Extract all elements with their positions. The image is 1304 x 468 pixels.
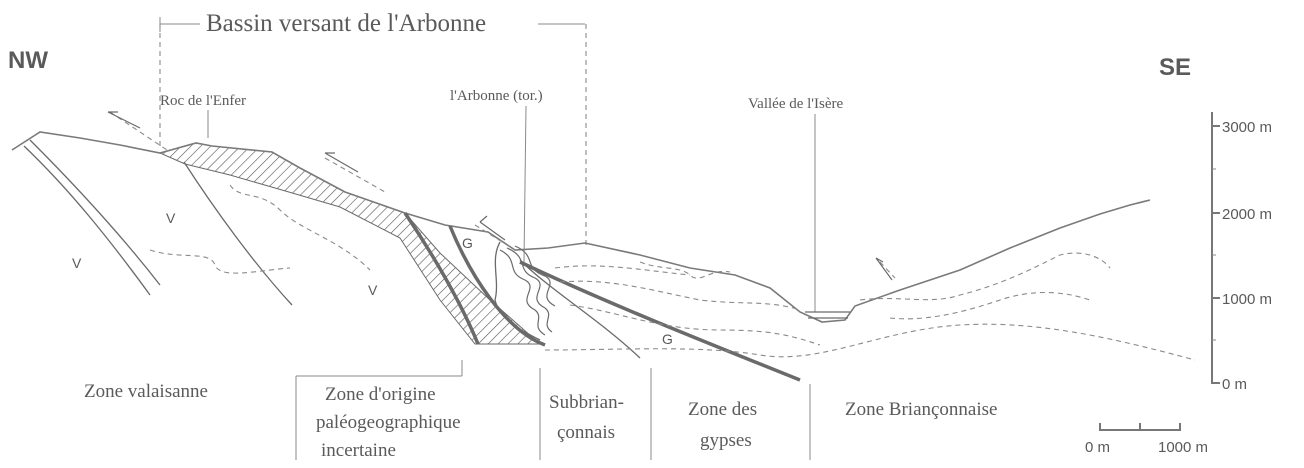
isere-valley-label: Vallée de l'Isère (748, 96, 843, 112)
unit-g-2: G (662, 331, 673, 347)
zone-gypses-line2: gypses (700, 430, 752, 451)
unit-g-1: G (462, 235, 473, 251)
zone-gypses-line1: Zone des (688, 399, 757, 420)
se-label: SE (1159, 54, 1191, 81)
zone-origine-line1: Zone d'origine (325, 384, 436, 405)
arbonne-leader (524, 106, 526, 262)
zone-origine-line2: paléogeographique (316, 412, 461, 433)
zone-origine-line3: incertaine (321, 440, 396, 461)
altitude-1000: 1000 m (1222, 291, 1272, 308)
distance-end: 1000 m (1158, 439, 1208, 456)
zone-subbrianconnais-line2: çonnais (557, 422, 615, 443)
distance-start: 0 m (1085, 439, 1110, 456)
unit-v-3: V (368, 282, 378, 298)
zone-brianconnaise-label: Zone Briançonnaise (845, 399, 997, 420)
distance-scale (1100, 423, 1180, 431)
roc-de-lenfer-label: Roc de l'Enfer (160, 93, 246, 109)
fault-lines (24, 140, 800, 380)
dashed-structures (110, 112, 1195, 360)
nw-label: NW (8, 47, 48, 74)
basin-label: Bassin versant de l'Arbonne (206, 10, 486, 37)
arbonne-label: l'Arbonne (tor.) (450, 88, 543, 104)
zone-valaisanne-label: Zone valaisanne (84, 381, 208, 402)
unit-v-2: V (72, 255, 82, 271)
zone-subbrianconnais-line1: Subbrian- (549, 392, 624, 413)
altitude-3000: 3000 m (1222, 119, 1272, 136)
thrust-arrows (108, 112, 892, 280)
altitude-0: 0 m (1222, 376, 1247, 393)
altitude-scale (1212, 112, 1220, 384)
altitude-2000: 2000 m (1222, 206, 1272, 223)
unit-v-1: V (166, 210, 176, 226)
hatched-unit (160, 143, 540, 344)
